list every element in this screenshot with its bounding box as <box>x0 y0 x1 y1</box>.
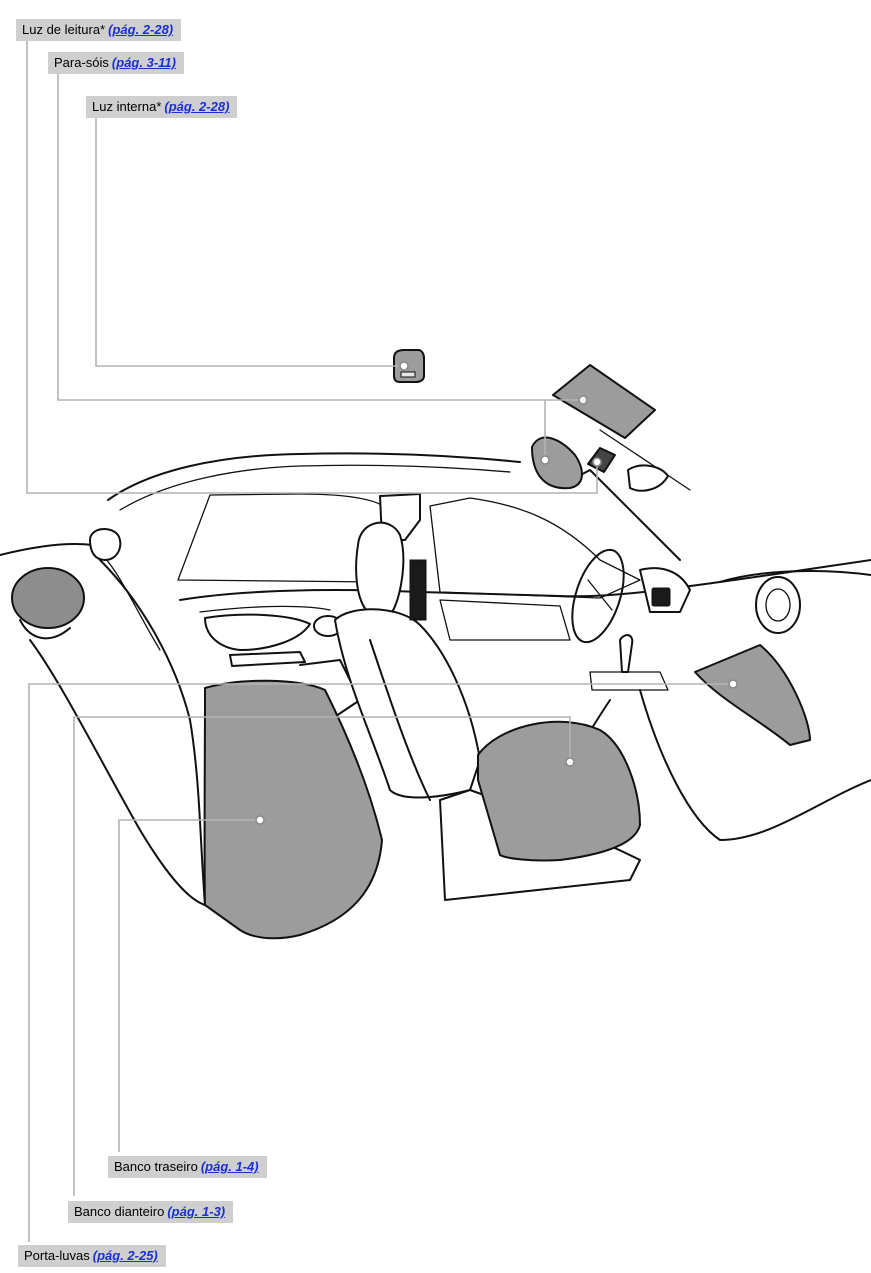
callout-glove-box: Porta-luvas(pág. 2-25) <box>18 1245 166 1267</box>
display-screen <box>652 588 670 606</box>
rear-seat-side <box>100 560 205 905</box>
gear-shift <box>620 635 632 672</box>
page-reference-link[interactable]: (pág. 2-28) <box>164 99 229 114</box>
dot-front-seat <box>566 758 574 766</box>
dot-interior-light <box>400 362 408 370</box>
callout-label: Porta-luvas <box>24 1248 90 1263</box>
gear-base <box>590 672 668 690</box>
callout-rear-seat: Banco traseiro(pág. 1-4) <box>108 1156 267 1178</box>
door-panel-right <box>440 600 570 640</box>
interior-light-lens <box>401 372 415 377</box>
page-reference-link[interactable]: (pág. 3-11) <box>112 55 176 70</box>
callout-sun-visors: Para-sóis(pág. 3-11) <box>48 52 184 74</box>
callout-label: Luz interna* <box>92 99 161 114</box>
center-seatbelt <box>410 560 426 620</box>
callout-interior-light: Luz interna*(pág. 2-28) <box>86 96 237 118</box>
rear-headrest-left <box>12 568 84 628</box>
reading-light-part[interactable] <box>588 448 615 472</box>
dot-sun-visor-left <box>541 456 549 464</box>
leader-sun-visors <box>58 71 583 460</box>
dash-right-top <box>720 571 871 582</box>
callout-front-seat: Banco dianteiro(pág. 1-3) <box>68 1201 233 1223</box>
dash-vent-left <box>200 606 330 612</box>
glove-box-part[interactable] <box>695 645 810 745</box>
air-vent-right <box>756 577 800 633</box>
callout-label: Banco dianteiro <box>74 1204 164 1219</box>
leader-interior-light <box>96 118 404 366</box>
front-seat-part[interactable] <box>478 722 640 861</box>
sun-visor-left[interactable] <box>532 438 582 489</box>
sun-visor-right[interactable] <box>553 365 655 438</box>
rear-quarter-inner <box>30 640 205 905</box>
dot-sun-visor-right <box>579 396 587 404</box>
dot-glove-box <box>729 680 737 688</box>
rear-headrest-right <box>90 529 120 560</box>
page-reference-link[interactable]: (pág. 1-4) <box>201 1159 259 1174</box>
page-reference-link[interactable]: (pág. 1-3) <box>167 1204 225 1219</box>
dot-rear-seat <box>256 816 264 824</box>
front-window <box>430 498 640 598</box>
rearview-mirror <box>628 465 668 490</box>
roof-inner-line <box>120 465 510 510</box>
callout-label: Para-sóis <box>54 55 109 70</box>
dash-panel <box>205 615 310 650</box>
page-reference-link[interactable]: (pág. 2-25) <box>93 1248 158 1263</box>
highlighted-parts <box>205 350 810 938</box>
callout-label: Luz de leitura* <box>22 22 105 37</box>
callout-label: Banco traseiro <box>114 1159 198 1174</box>
callout-reading-light: Luz de leitura*(pág. 2-28) <box>16 19 181 41</box>
radio-slot <box>230 652 305 666</box>
rear-seat-part[interactable] <box>205 681 382 939</box>
front-headrest <box>356 523 403 612</box>
page-reference-link[interactable]: (pág. 2-28) <box>108 22 173 37</box>
dot-reading-light <box>593 458 601 466</box>
